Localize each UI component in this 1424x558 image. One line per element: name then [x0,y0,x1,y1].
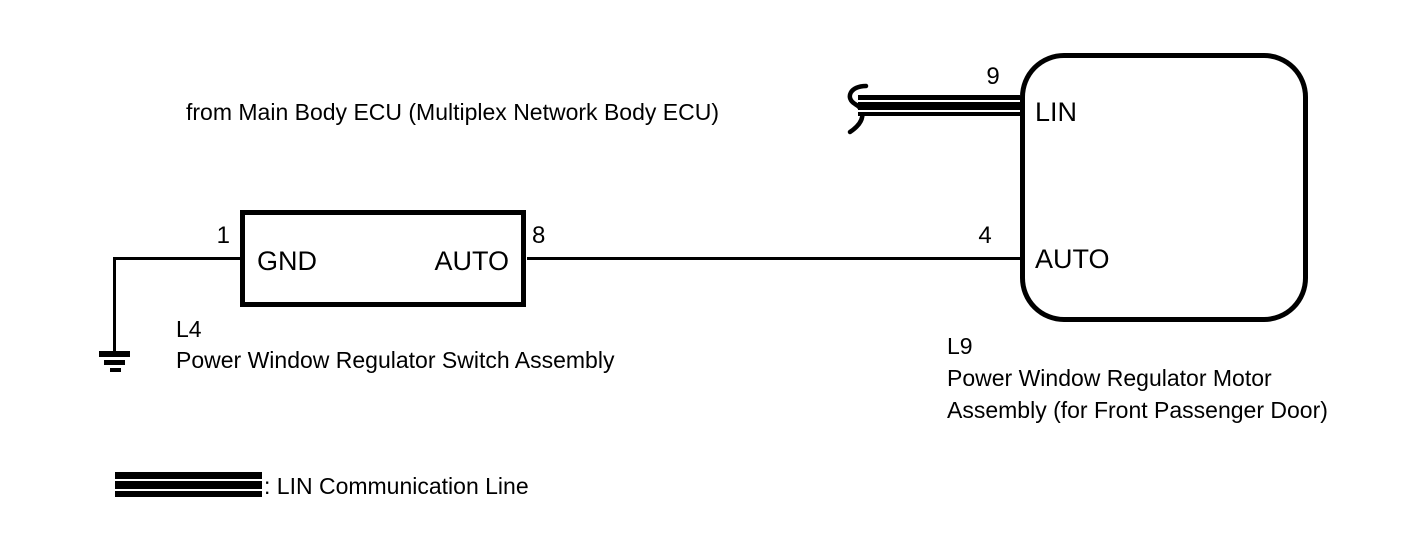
motor-pin-lin-label: LIN [1035,97,1078,127]
ground-wire-vertical [113,257,116,353]
switch-pin-gnd-label: GND [257,246,317,276]
motor-name-line2: Assembly (for Front Passenger Door) [947,397,1328,423]
motor-ref: L9 [947,333,973,359]
motor-pin-4-number: 4 [978,222,992,249]
wire-break-icon [847,83,869,135]
switch-ref: L4 [176,316,202,342]
legend-lin-swatch [115,472,262,497]
legend-lin-label: : LIN Communication Line [264,473,529,499]
switch-assembly-box: GND AUTO [240,210,526,307]
switch-pin-1-number: 1 [216,222,230,249]
switch-pin-auto-label: AUTO [434,246,509,276]
lin-communication-wire [858,95,1020,116]
motor-assembly-box: LIN AUTO [1020,53,1308,322]
ecu-source-note: from Main Body ECU (Multiplex Network Bo… [186,99,719,125]
switch-name: Power Window Regulator Switch Assembly [176,347,615,373]
motor-pin-9-number: 9 [986,63,1000,90]
switch-assembly-caption: L4 Power Window Regulator Switch Assembl… [176,314,614,376]
ground-wire-horizontal [113,257,240,260]
motor-name-line1: Power Window Regulator Motor [947,365,1272,391]
switch-pin-8-number: 8 [532,222,546,249]
auto-signal-wire [527,257,1021,260]
motor-pin-auto-label: AUTO [1035,244,1110,274]
motor-assembly-caption: L9 Power Window Regulator Motor Assembly… [947,330,1328,426]
